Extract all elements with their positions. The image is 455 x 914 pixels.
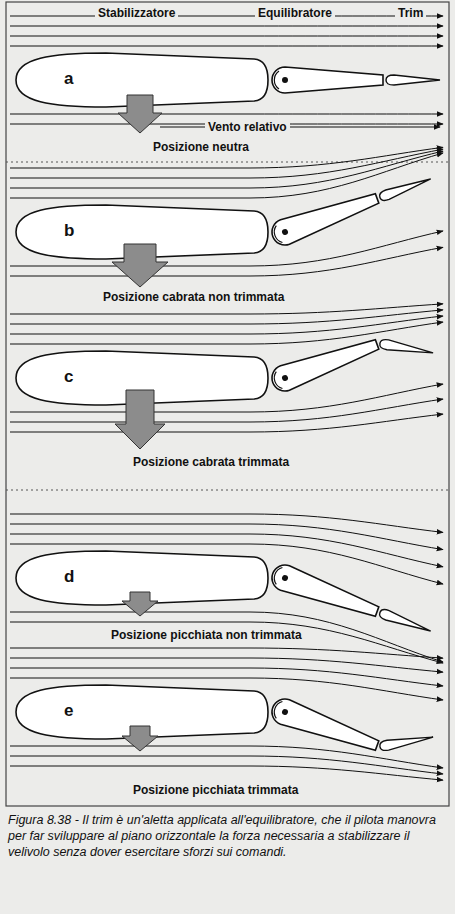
tail-e bbox=[16, 678, 437, 775]
panel-title: Posizione picchiata non trimmata bbox=[108, 628, 305, 642]
panel-letter: d bbox=[62, 568, 76, 586]
streamline bbox=[10, 524, 443, 550]
force-arrow bbox=[112, 244, 168, 287]
force-arrow bbox=[118, 95, 162, 133]
panel-letter: e bbox=[62, 702, 75, 720]
streamline bbox=[10, 114, 443, 115]
streamline bbox=[10, 16, 443, 17]
streamline bbox=[10, 304, 443, 314]
streamline bbox=[10, 316, 443, 334]
streamline bbox=[10, 668, 443, 686]
streamline bbox=[10, 648, 443, 658]
streamline bbox=[10, 658, 443, 672]
force-arrow bbox=[115, 390, 165, 449]
frame bbox=[6, 2, 449, 806]
panel-title: Posizione cabrata trimmata bbox=[130, 455, 292, 469]
streamline bbox=[10, 756, 443, 774]
streamline bbox=[10, 622, 443, 663]
streamline bbox=[10, 612, 443, 662]
force-arrow bbox=[122, 726, 158, 751]
tail-c bbox=[16, 314, 437, 449]
separator bbox=[6, 490, 449, 491]
tail-a bbox=[16, 53, 440, 133]
streamline bbox=[10, 322, 443, 344]
part-label: Trim bbox=[395, 6, 426, 20]
streamline bbox=[10, 414, 443, 432]
streamline bbox=[10, 153, 443, 198]
wind-arrow bbox=[160, 127, 440, 128]
streamline bbox=[10, 36, 443, 37]
streamline bbox=[10, 766, 443, 780]
streamline bbox=[10, 26, 443, 27]
tail-d bbox=[16, 551, 435, 643]
panel-letter: b bbox=[62, 222, 76, 240]
force-arrow bbox=[122, 592, 158, 616]
streamline bbox=[10, 310, 443, 324]
part-label: Equilibratore bbox=[255, 6, 335, 20]
part-label: Stabilizzatore bbox=[95, 6, 178, 20]
panel-letter: c bbox=[62, 368, 75, 386]
panel-title: Posizione neutra bbox=[150, 140, 252, 154]
streamline bbox=[10, 746, 443, 768]
tail-b bbox=[16, 167, 435, 287]
panel-letter: a bbox=[62, 70, 75, 88]
streamlines bbox=[10, 16, 443, 780]
wind-label: Vento relativo bbox=[205, 120, 290, 134]
panel-title: Posizione cabrata non trimmata bbox=[100, 290, 287, 304]
figure-caption: Figura 8.38 - Il trim è un'aletta applic… bbox=[8, 812, 446, 860]
panel-title: Posizione picchiata trimmata bbox=[130, 783, 301, 797]
streamline bbox=[10, 46, 443, 47]
streamline bbox=[10, 514, 443, 532]
